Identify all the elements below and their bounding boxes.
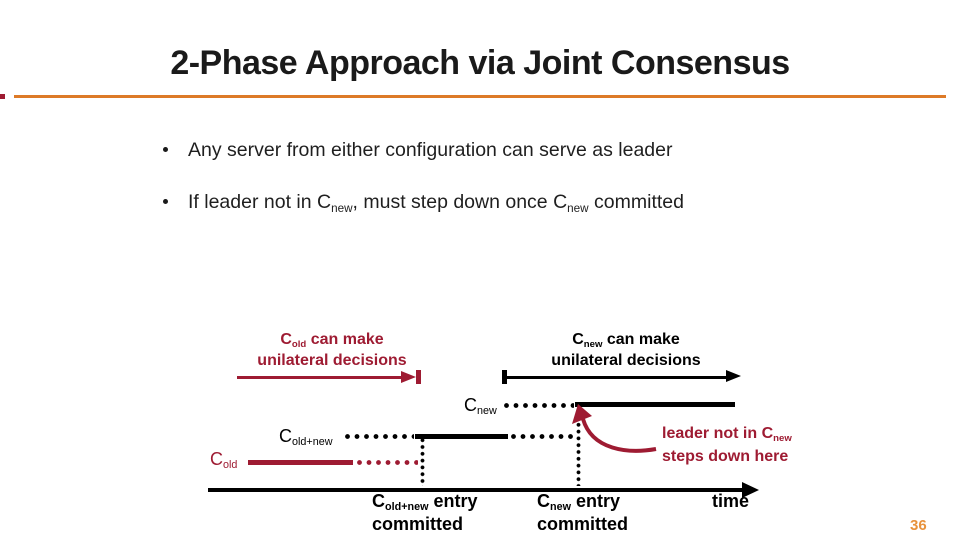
cold-range-line [237,375,403,379]
row-label-coldnew: Cold+new [279,426,333,449]
tick2-line1: Cnew entry [537,491,621,514]
cnew-range-start-bar [502,370,507,384]
coldnew-dotted-segment-1 [345,434,414,439]
row-label-cnew: Cnew [464,395,497,418]
cnew-dotted-segment [504,402,574,408]
divider-rule [14,95,946,98]
cold-range-arrowhead-icon [401,370,416,383]
curved-arrow-icon [572,404,657,453]
cnew-commit-marker [575,409,581,486]
cnew-solid-segment [575,401,735,407]
cold-solid-segment [248,459,353,465]
leader-note-line1: leader not in Cnew [662,425,792,444]
page-number: 36 [910,517,927,534]
cnew-callout: Cnew can make unilateral decisions [526,330,726,370]
coldnew-commit-marker [419,438,425,486]
cold-callout: Cold can make unilateral decisions [232,330,432,370]
bullet-marker-icon [163,199,168,204]
cnew-range-arrowhead-icon [726,370,741,383]
coldnew-dotted-segment-2 [511,434,574,439]
cold-callout-line1: Cold can make [280,331,384,350]
cnew-callout-line1: Cnew can make [572,331,680,350]
row-label-cold: Cold [210,449,238,472]
cold-range-end-bar [416,370,421,384]
page-title: 2-Phase Approach via Joint Consensus [170,44,790,82]
time-axis-label: time [712,491,750,511]
cnew-range-line [505,375,727,379]
bullet-item: If leader not in Cnew, must step down on… [163,191,684,215]
coldnew-solid-segment [415,433,508,439]
bullet-text: If leader not in Cnew, must step down on… [188,191,684,215]
tick1-line2: committed [372,513,464,534]
time-axis-arrowhead-icon [742,481,759,498]
cold-dotted-segment [357,460,418,465]
tick1-line1: Cold+new entry [372,491,478,514]
time-axis-line [208,488,746,492]
axis-tick-coldnew-committed: Cold+new entry committed [372,491,478,534]
cold-callout-line2: unilateral decisions [257,352,407,369]
axis-tick-cnew-committed: Cnew entry committed [537,491,629,534]
bullet-marker-icon [163,147,168,152]
leader-note-line2: steps down here [662,448,789,465]
tick2-line2: committed [537,513,629,534]
bullet-text: Any server from either configuration can… [188,139,673,161]
leader-steps-down-note: leader not in Cnew steps down here [662,423,792,467]
cnew-callout-line2: unilateral decisions [551,352,701,369]
bullet-item: Any server from either configuration can… [163,139,672,162]
divider-accent-square [0,94,5,99]
